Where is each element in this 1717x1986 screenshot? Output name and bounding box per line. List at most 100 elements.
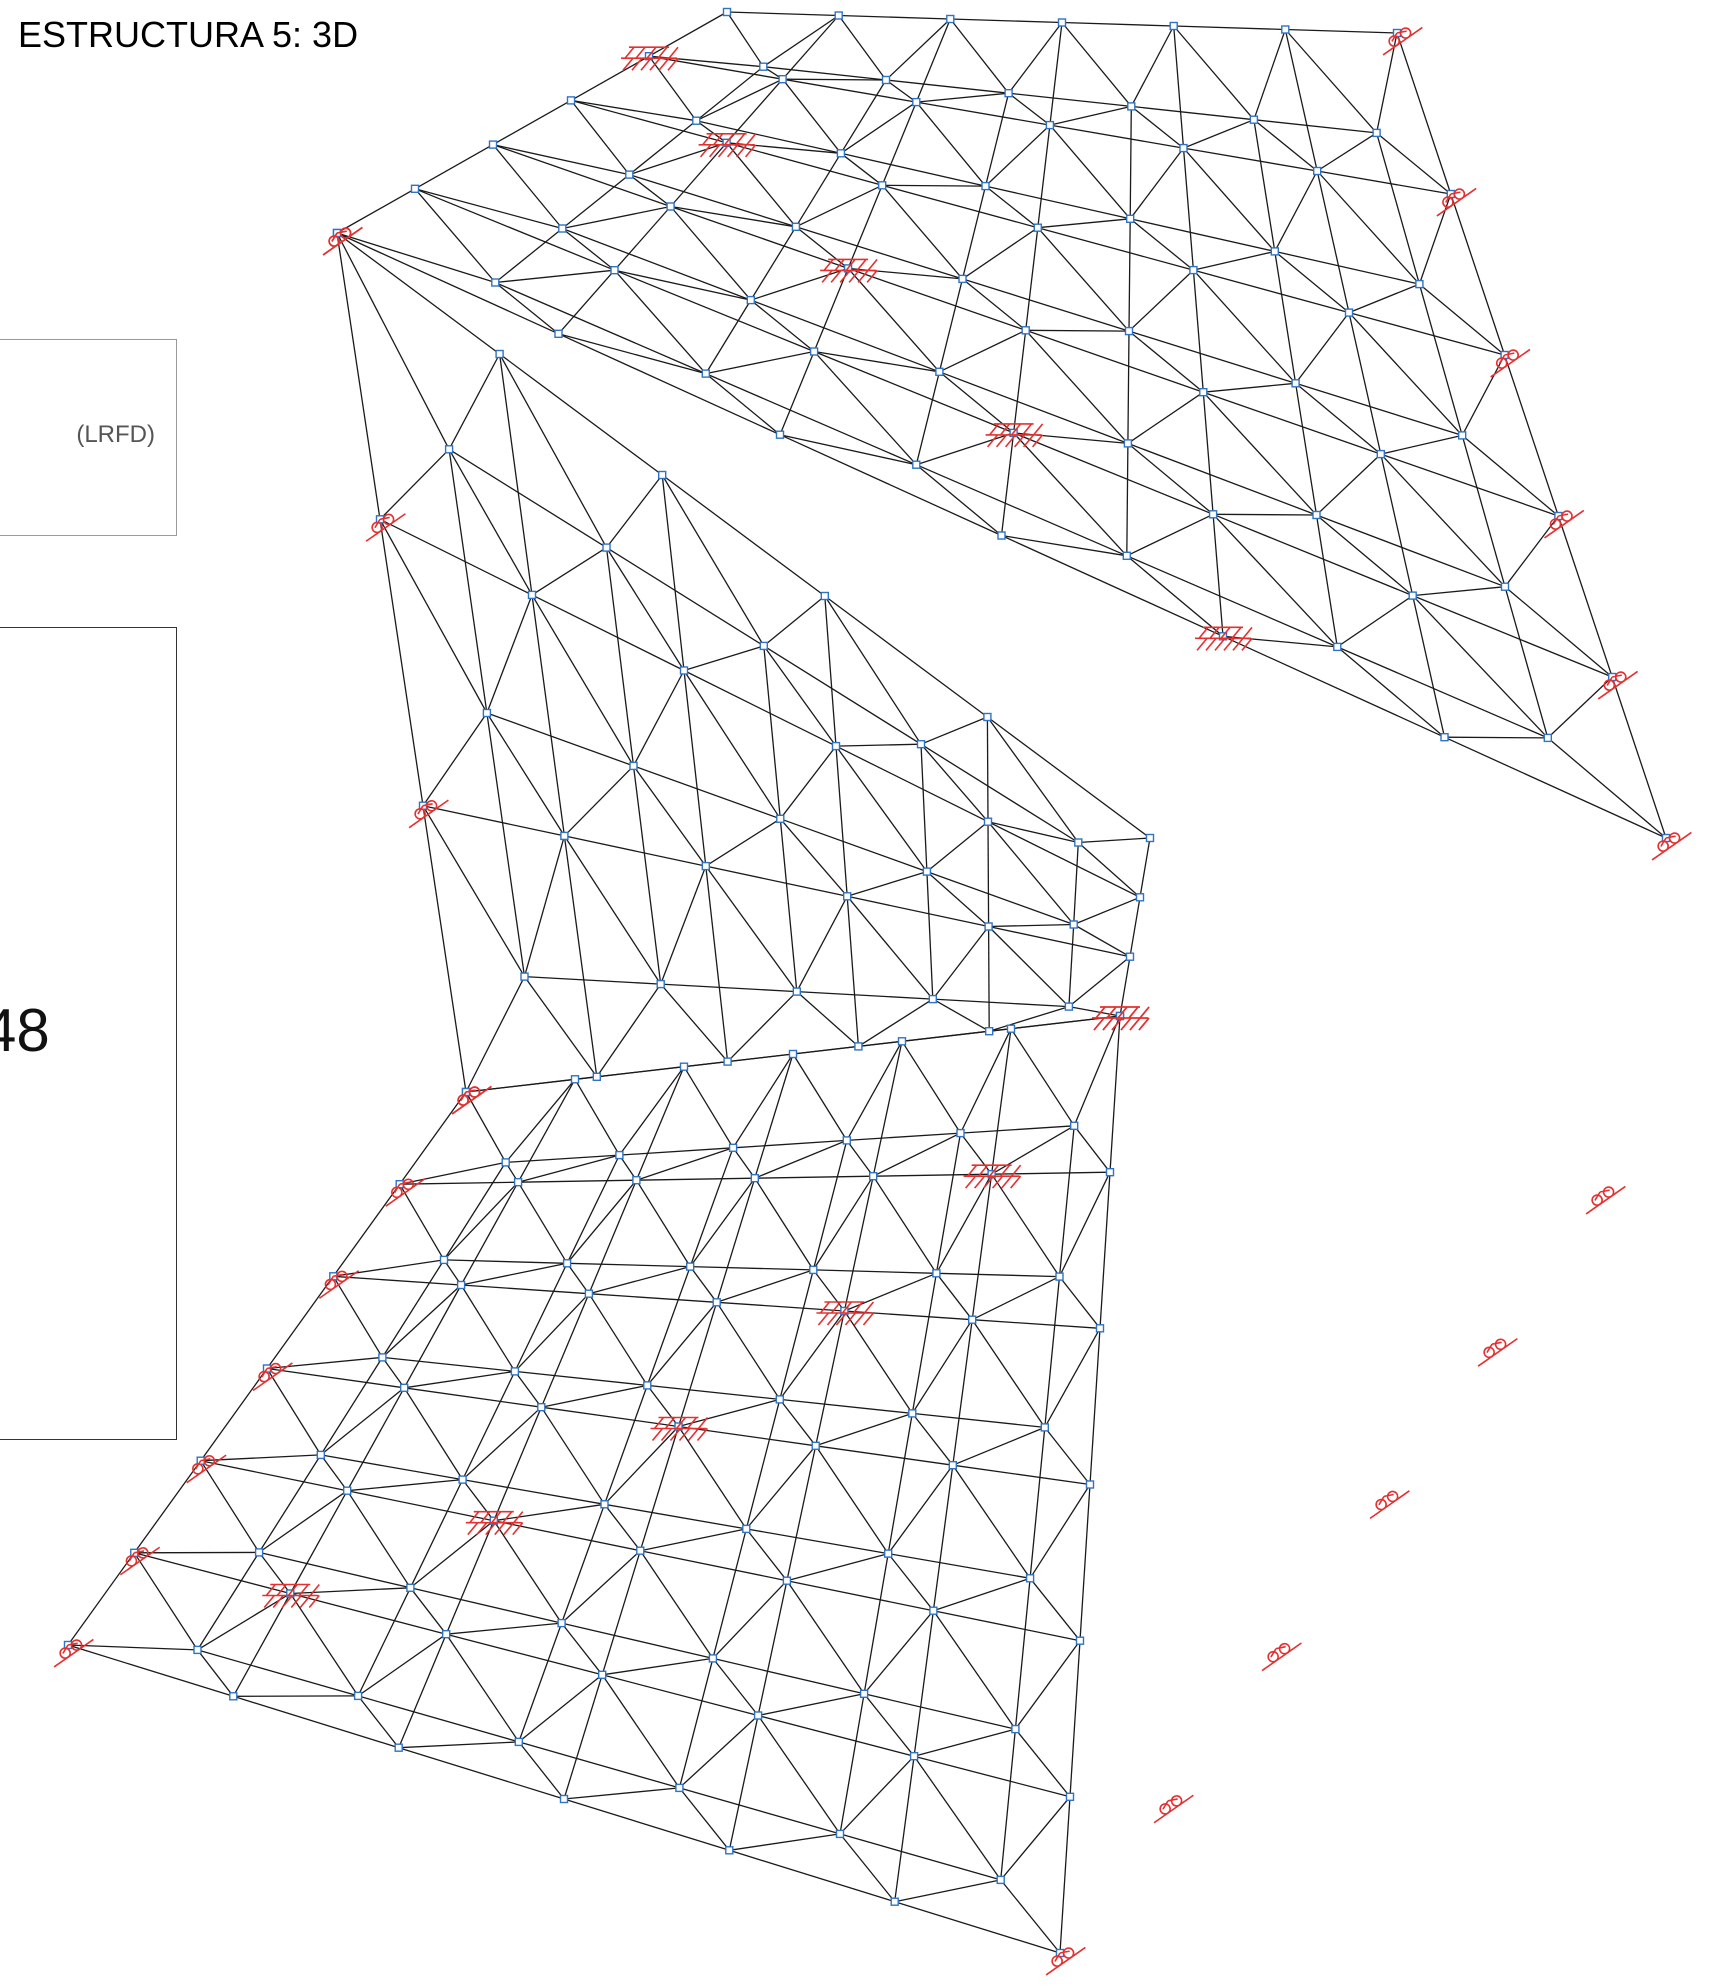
node-marker <box>759 641 768 651</box>
truss-member <box>1375 32 1398 134</box>
node-marker <box>1033 223 1043 232</box>
truss-member <box>1412 595 1549 739</box>
truss-member <box>493 1503 605 1522</box>
truss-member <box>1049 124 1131 220</box>
truss-member <box>1127 442 1214 515</box>
truss-member <box>887 1413 913 1554</box>
truss-member <box>705 818 781 867</box>
truss-member <box>1059 1796 1071 1954</box>
node-marker <box>378 1353 387 1362</box>
truss-member <box>916 432 1014 466</box>
truss-member <box>448 448 533 596</box>
truss-member <box>1192 270 1204 393</box>
truss-member <box>712 1528 747 1659</box>
truss-member <box>461 1284 589 1295</box>
truss-member <box>938 371 1015 434</box>
truss-member <box>779 1310 845 1400</box>
truss-member <box>920 744 928 872</box>
truss-member <box>1504 586 1549 739</box>
node-marker <box>229 1692 238 1701</box>
node-marker <box>869 1171 878 1181</box>
truss-member <box>336 232 500 355</box>
truss-member <box>258 1551 411 1589</box>
truss-member <box>1001 534 1127 557</box>
truss-member <box>988 923 1074 928</box>
truss-member <box>971 1276 1060 1321</box>
truss-member <box>1183 119 1255 149</box>
truss-member <box>1029 1427 1046 1579</box>
truss-member <box>1000 1729 1017 1880</box>
truss-member <box>726 142 797 228</box>
truss-member <box>872 1132 961 1177</box>
truss-member <box>541 1384 648 1408</box>
truss-member <box>403 1387 464 1480</box>
node-marker <box>458 1475 467 1484</box>
truss-member <box>986 716 1079 843</box>
truss-member <box>1212 513 1338 648</box>
node-marker <box>1095 1324 1105 1333</box>
truss-member <box>336 232 559 335</box>
truss-member <box>409 1479 464 1589</box>
truss-member <box>732 1053 794 1149</box>
truss-member <box>1274 250 1420 285</box>
truss-member <box>757 1580 788 1716</box>
truss-member <box>920 743 989 823</box>
node-marker <box>908 1409 917 1418</box>
node-marker <box>562 1259 572 1268</box>
truss-member <box>1193 250 1275 271</box>
truss-member <box>683 670 781 820</box>
truss-member <box>1068 1005 1121 1017</box>
truss-member <box>786 1580 934 1612</box>
truss-member <box>1068 956 1131 1008</box>
truss-member <box>517 1181 568 1264</box>
truss-member <box>606 547 765 647</box>
node-marker <box>775 1395 784 1404</box>
truss-member <box>754 1053 794 1179</box>
truss-member <box>646 1301 718 1386</box>
truss-member <box>991 1125 1075 1175</box>
node-marker <box>1169 21 1178 31</box>
truss-member <box>1073 1015 1121 1127</box>
truss-member <box>1418 283 1506 356</box>
node-marker <box>629 761 638 771</box>
truss-member <box>988 926 1070 1008</box>
truss-member <box>523 835 566 977</box>
truss-member <box>1127 331 1130 444</box>
truss-member <box>414 188 563 230</box>
node-marker <box>1208 510 1218 519</box>
truss-member <box>499 353 663 476</box>
node-marker <box>510 1367 520 1376</box>
truss-member <box>935 1272 973 1321</box>
truss-member <box>492 144 563 229</box>
node-marker <box>981 181 990 191</box>
truss-member <box>838 14 951 20</box>
truss-member <box>640 1528 747 1552</box>
truss-member <box>448 449 488 714</box>
truss-member <box>670 205 797 228</box>
truss-member <box>563 835 662 985</box>
truss-member <box>1069 1640 1081 1797</box>
node-marker <box>632 1175 641 1185</box>
truss-member <box>913 1610 935 1757</box>
truss-member <box>422 712 488 807</box>
truss-member <box>932 1465 954 1611</box>
node-marker <box>1105 1167 1115 1177</box>
truss-member <box>346 1387 405 1492</box>
truss-member <box>1126 443 1129 556</box>
truss-member <box>1128 330 1204 393</box>
truss-member <box>786 1552 889 1582</box>
roller-support-icon <box>1382 26 1423 56</box>
truss-member <box>1203 391 1382 455</box>
node-marker <box>406 1583 415 1593</box>
truss-member <box>563 835 598 1077</box>
truss-member <box>514 1293 590 1372</box>
truss-member <box>399 1161 506 1185</box>
node-marker <box>600 1500 609 1509</box>
truss-member <box>1461 434 1559 517</box>
truss-member <box>1078 837 1151 844</box>
truss-member <box>920 716 988 745</box>
truss-member <box>745 1445 817 1530</box>
node-marker <box>859 1689 869 1699</box>
node-marker <box>636 1546 645 1555</box>
